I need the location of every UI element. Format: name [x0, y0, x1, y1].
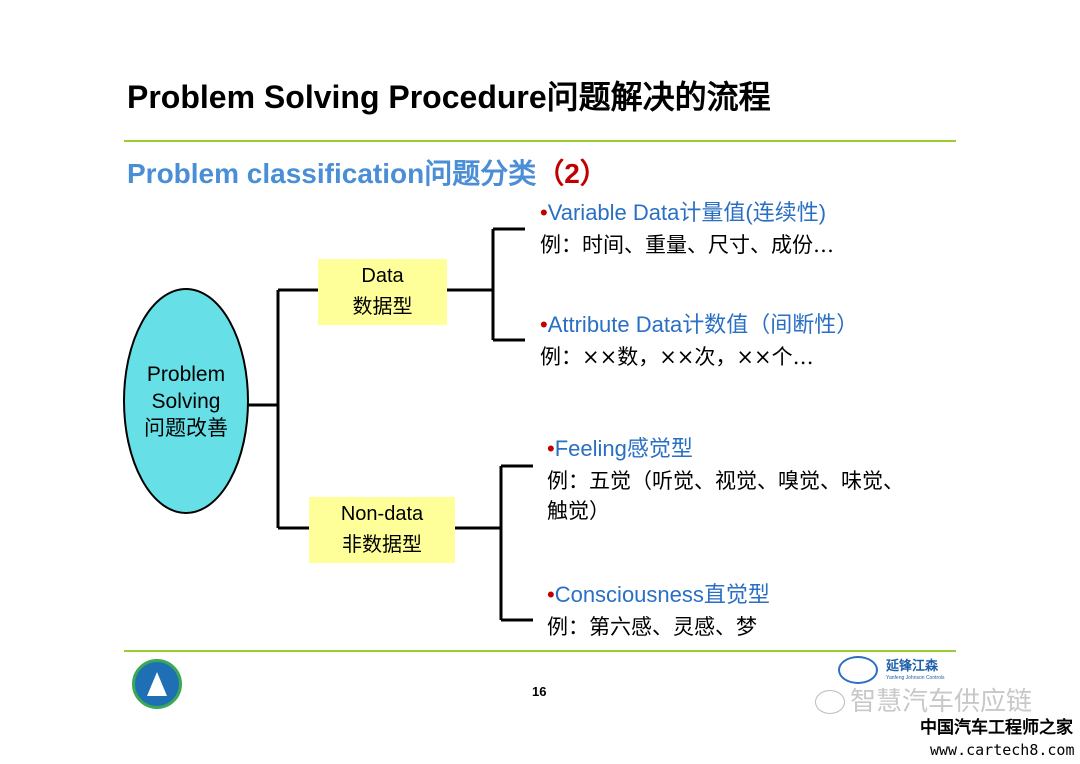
nondata-box-en: Non-data: [340, 503, 424, 525]
list-item: •Attribute Data计数值（间断性） 例：××数，××次，××个…: [540, 312, 858, 372]
list-item: •Consciousness直觉型 例：第六感、灵感、梦: [547, 582, 770, 642]
root-line3: 问题改善: [144, 416, 228, 440]
item-label: Consciousness直觉型: [554, 582, 770, 607]
data-box: Data 数据型: [318, 259, 447, 325]
page-title: Problem Solving Procedure问题解决的流程: [127, 79, 771, 115]
item-example: 例：时间、重量、尺寸、成份…: [540, 233, 834, 257]
bullet: •: [540, 312, 548, 337]
company-logo-text: 延锋江森: [886, 658, 939, 673]
item-example: 例：××数，××次，××个…: [540, 345, 814, 369]
page-number: 16: [532, 684, 547, 699]
item-example: 例：第六感、灵感、梦: [547, 615, 757, 639]
item-example: 例：五觉（听觉、视觉、嗅觉、味觉、触觉）: [547, 469, 904, 523]
subtitle-text: Problem classification问题分类: [127, 158, 537, 189]
item-label: Feeling感觉型: [554, 436, 693, 461]
college-logo-icon: [132, 659, 182, 709]
list-item: •Variable Data计量值(连续性) 例：时间、重量、尺寸、成份…: [540, 200, 834, 260]
data-box-en: Data: [361, 265, 404, 287]
bullet: •: [547, 436, 555, 461]
wechat-icon: [815, 690, 845, 714]
root-node: Problem Solving 问题改善: [124, 361, 248, 442]
list-item: •Feeling感觉型 例：五觉（听觉、视觉、嗅觉、味觉、触觉）: [547, 436, 907, 526]
root-ellipse: [123, 288, 249, 514]
subtitle-number: （2）: [536, 158, 608, 189]
bullet: •: [547, 582, 555, 607]
data-box-zh: 数据型: [352, 294, 413, 318]
watermark-text: 智慧汽车供应链: [850, 686, 1033, 716]
nondata-box-zh: 非数据型: [342, 532, 422, 556]
item-label: Attribute Data计数值（间断性）: [547, 312, 859, 337]
company-logo-subtext: Yanfeng Johnson Controls: [886, 675, 945, 681]
watermark-site-name: 中国汽车工程师之家: [920, 718, 1073, 738]
section-subtitle: Problem classification问题分类（2）: [127, 152, 608, 192]
watermark-url: www.cartech8.com: [930, 741, 1075, 759]
top-divider: [124, 140, 956, 142]
root-line1: Problem: [146, 363, 226, 386]
bottom-divider: [124, 650, 956, 652]
company-logo-icon: [838, 656, 878, 684]
nondata-box: Non-data 非数据型: [309, 497, 455, 563]
item-label: Variable Data计量值(连续性): [547, 200, 827, 225]
root-line2: Solving: [151, 390, 221, 413]
bullet: •: [540, 200, 548, 225]
